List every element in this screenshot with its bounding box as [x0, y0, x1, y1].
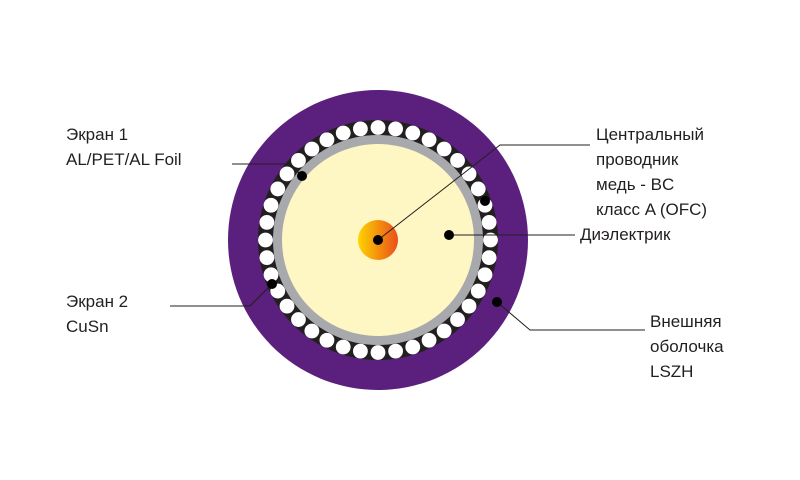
leader-screen2	[170, 283, 273, 307]
marker-dots	[267, 171, 502, 307]
label-conductor-line2: проводник	[596, 150, 679, 169]
label-conductor: Центральный проводник медь - BC класс A …	[596, 125, 709, 219]
braid-wire	[470, 181, 486, 197]
braid-wire	[436, 141, 452, 157]
dot-screen2	[267, 279, 277, 289]
label-jacket-line1: Внешняя	[650, 312, 722, 331]
leader-lines	[170, 144, 645, 331]
braid-wire	[335, 339, 351, 355]
braid-wire	[259, 250, 275, 265]
braid-wire	[481, 215, 497, 230]
braid-wire	[263, 267, 279, 283]
braid-wire	[421, 132, 437, 148]
label-screen2-line1: Экран 2	[66, 292, 128, 311]
braid-wire	[304, 323, 320, 339]
leader-conductor	[377, 144, 590, 241]
braid-wires	[258, 120, 498, 360]
dot-dielectric	[444, 230, 454, 240]
braid-wire	[481, 250, 497, 265]
braid-wire	[259, 215, 275, 230]
braid-wire	[436, 323, 452, 339]
braid-wire	[450, 312, 465, 327]
dot-jacket	[492, 297, 502, 307]
braid-wire	[477, 267, 493, 283]
braid-wire	[388, 343, 403, 359]
label-jacket-line3: LSZH	[650, 362, 693, 381]
label-screen1-line1: Экран 1	[66, 125, 128, 144]
braid-wire	[279, 166, 295, 182]
label-jacket-line2: оболочка	[650, 337, 724, 356]
braid-wire	[421, 332, 437, 348]
braid-wire	[319, 332, 335, 348]
label-dielectric-line1: Диэлектрик	[580, 225, 671, 244]
braid-wire	[405, 125, 421, 141]
label-screen2: Экран 2 CuSn	[66, 292, 133, 336]
braid-wire	[319, 132, 335, 148]
braid-wire	[461, 298, 477, 314]
braid-wire	[263, 197, 279, 213]
braid-wire	[353, 121, 368, 137]
braid-wire	[279, 298, 295, 314]
braid-wire	[304, 141, 320, 157]
label-jacket: Внешняя оболочка LSZH	[650, 312, 728, 381]
braid-wire	[258, 232, 273, 248]
label-screen1: Экран 1 AL/PET/AL Foil	[66, 125, 182, 169]
braid-wire	[483, 232, 498, 248]
braid-wire	[370, 120, 386, 135]
braid-wire	[353, 343, 368, 359]
dot-screen1	[297, 171, 307, 181]
label-screen1-line2: AL/PET/AL Foil	[66, 150, 182, 169]
braid-wire	[450, 153, 465, 168]
braid-wire	[291, 312, 306, 327]
braid-wire	[270, 181, 286, 197]
label-conductor-line4: класс A (OFC)	[596, 200, 707, 219]
braid-wire	[405, 339, 421, 355]
dot-conductor	[373, 235, 383, 245]
braid-wire	[291, 153, 306, 168]
leader-screen1	[232, 163, 303, 177]
label-screen2-line2: CuSn	[66, 317, 109, 336]
braid-wire	[461, 166, 477, 182]
braid-wire	[470, 283, 486, 299]
label-conductor-line3: медь - BC	[596, 175, 674, 194]
dot-braid-wire	[480, 196, 490, 206]
leader-jacket	[496, 301, 645, 331]
braid-wire	[335, 125, 351, 141]
braid-wire	[370, 345, 386, 360]
label-conductor-line1: Центральный	[596, 125, 704, 144]
label-dielectric: Диэлектрик	[580, 225, 671, 244]
braid-wire	[388, 121, 403, 137]
